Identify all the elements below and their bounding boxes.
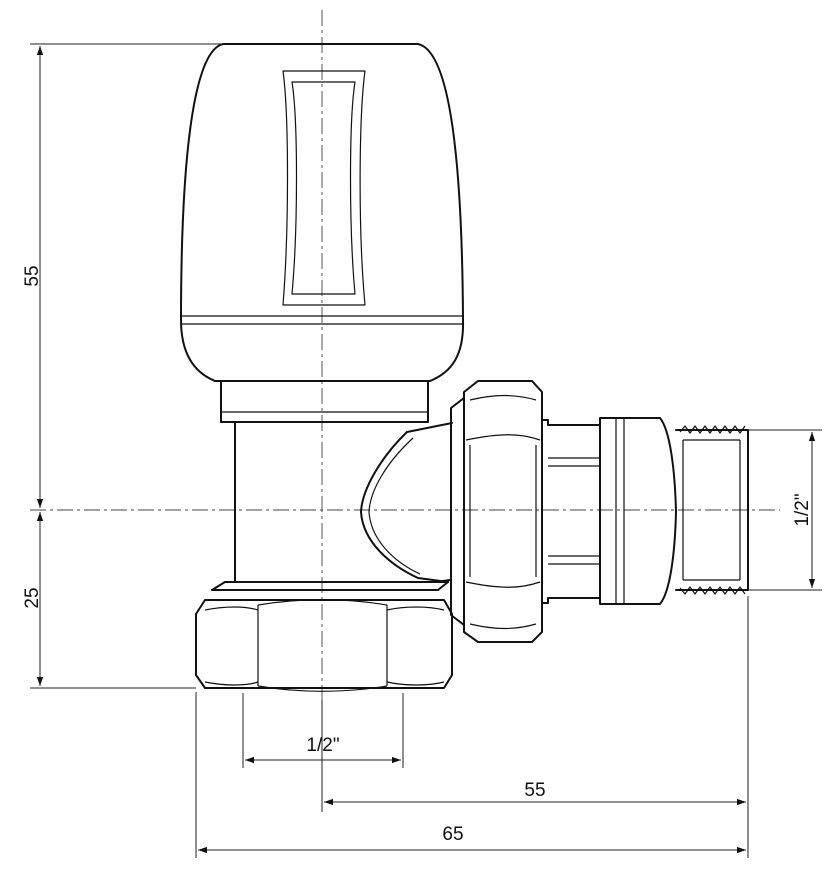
valve-body bbox=[211, 421, 453, 591]
valve-handle bbox=[180, 43, 465, 382]
label-height-lower: 25 bbox=[22, 587, 43, 608]
label-thread-side: 1/2" bbox=[792, 493, 813, 526]
handle-collar bbox=[220, 380, 429, 423]
dimension-labels: 55 25 1/2" 1/2" 55 65 bbox=[22, 265, 813, 845]
threaded-spigot bbox=[675, 425, 749, 595]
label-overall-width: 65 bbox=[442, 824, 463, 845]
label-height-upper: 55 bbox=[22, 265, 43, 286]
label-axis-to-end: 55 bbox=[524, 780, 545, 801]
label-thread-bottom: 1/2" bbox=[306, 735, 339, 756]
tailpiece bbox=[541, 417, 677, 605]
bottom-hex-nut bbox=[195, 599, 453, 692]
center-lines bbox=[30, 10, 780, 700]
dimension-lines bbox=[30, 43, 822, 858]
side-hex-nut bbox=[435, 380, 543, 643]
